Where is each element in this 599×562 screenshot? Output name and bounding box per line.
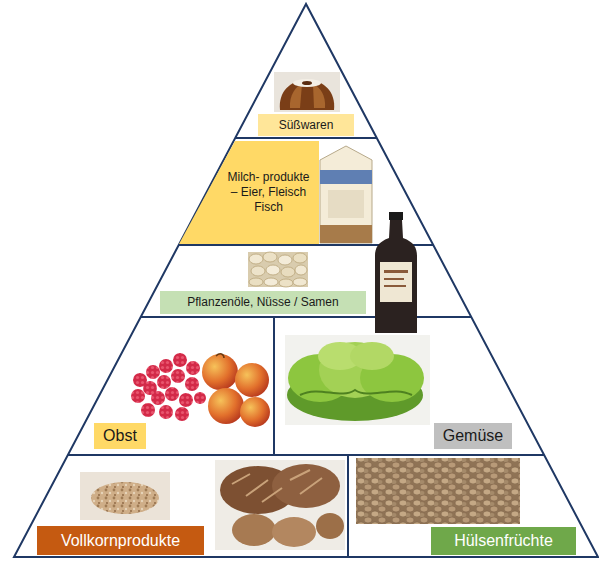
bread-picture-part: [290, 470, 322, 494]
nectarines-picture: [202, 354, 270, 427]
pyramid-outline-part: [68, 454, 544, 456]
milk-carton-picture-part: [320, 170, 372, 184]
cake-picture-part: [302, 81, 312, 85]
raspberries-picture-part: [185, 377, 199, 391]
vegetables-label: Gemüse: [434, 423, 512, 449]
nuts-picture-part: [251, 266, 265, 276]
raspberries-picture-part: [186, 361, 200, 375]
lettuce-picture-part: [285, 335, 430, 425]
raspberries-picture-part: [159, 405, 173, 419]
milk-carton-picture-part: [328, 190, 364, 218]
bread-picture-part: [232, 474, 282, 502]
oils-nuts-label: Pflanzenöle, Nüsse / Samen: [160, 291, 366, 314]
nectarines-picture-part: [216, 354, 224, 358]
milk-carton-picture-part: [320, 146, 372, 243]
lettuce-picture-part: [350, 342, 394, 370]
flour-picture-part: [80, 472, 170, 520]
bread-picture-part: [215, 460, 345, 550]
cake-picture-part: [313, 84, 325, 108]
oil-bottle-picture: [375, 212, 417, 333]
oil-bottle-picture-part: [384, 270, 408, 273]
oil-bottle-picture-part: [375, 220, 417, 333]
flour-picture-part: [91, 482, 159, 514]
nuts-picture-part: [264, 278, 278, 286]
food-group-text: Süßwaren: [279, 118, 334, 133]
oil-bottle-picture-part: [389, 212, 403, 220]
cake-picture: [274, 72, 340, 112]
oil-bottle-picture-part: [384, 285, 406, 287]
bread-picture: [215, 460, 345, 550]
pyramid-outline-part: [235, 137, 377, 139]
raspberries-picture-part: [175, 407, 189, 421]
sweets-label: Süßwaren: [258, 114, 354, 136]
pyramid-outline-part: [141, 316, 471, 318]
pyramid-outline-part: [14, 4, 598, 557]
pyramid-outline: [14, 4, 598, 557]
nuts-picture-part: [249, 254, 263, 264]
raspberries-picture-part: [141, 403, 155, 417]
nuts-picture-part: [263, 252, 277, 262]
raspberries-picture: [131, 353, 206, 421]
lentils-picture: [356, 458, 520, 524]
raspberries-picture-part: [173, 353, 187, 367]
food-group-text: Obst: [103, 426, 137, 446]
nuts-picture-part: [281, 267, 295, 277]
food-group-text: Gemüse: [443, 426, 503, 446]
nuts-picture-part: [279, 279, 293, 287]
lentils-picture-part: [356, 458, 520, 524]
raspberries-picture-part: [151, 391, 165, 405]
lettuce-picture-part: [300, 390, 412, 395]
animal-products-label: Milch- produkte – Eier, Fleisch Fisch: [178, 141, 319, 244]
food-group-text: Vollkornprodukte: [61, 531, 180, 551]
raspberries-picture-part: [159, 359, 173, 373]
nuts-picture-part: [278, 255, 292, 265]
legumes-label: Hülsenfrüchte: [431, 527, 576, 555]
milk-carton-picture: [320, 146, 372, 243]
raspberries-picture-part: [179, 393, 193, 407]
nuts-picture-part: [293, 278, 307, 286]
nuts-picture-part: [293, 253, 307, 263]
nuts-picture: [248, 252, 308, 287]
nectarines-picture-part: [235, 363, 269, 397]
nectarines-picture-part: [240, 397, 270, 427]
raspberries-picture-part: [131, 389, 145, 403]
food-group-text: Pflanzenöle, Nüsse / Samen: [187, 295, 338, 310]
cake-picture-part: [293, 79, 321, 87]
food-group-text: Milch- produkte – Eier, Fleisch Fisch: [223, 170, 315, 215]
band-fill: [179, 141, 319, 244]
nuts-picture-part: [295, 265, 307, 275]
lettuce-picture: [285, 335, 430, 425]
bread-picture-part: [232, 514, 276, 546]
nectarines-picture-part: [208, 388, 244, 424]
pyramid-outline-part: [273, 317, 275, 455]
bread-picture-part: [272, 464, 340, 508]
food-group-text: Hülsenfrüchte: [454, 531, 553, 551]
pyramid-outline-part: [347, 455, 349, 557]
cake-picture-part: [290, 84, 302, 108]
oil-bottle-picture-part: [384, 278, 404, 280]
cake-picture-part: [274, 72, 340, 112]
nuts-picture-part: [248, 252, 308, 287]
cake-picture-part: [280, 80, 334, 110]
raspberries-picture-part: [171, 369, 185, 383]
bread-picture-part: [316, 513, 344, 539]
nectarines-picture-part: [202, 354, 238, 390]
milk-carton-picture-part: [320, 225, 372, 243]
flour-picture: [80, 472, 170, 520]
oil-bottle-picture-part: [380, 262, 412, 302]
nuts-picture-part: [266, 265, 280, 275]
raspberries-picture-part: [194, 392, 206, 404]
raspberries-picture-part: [165, 387, 179, 401]
raspberries-picture-part: [157, 375, 171, 389]
nuts-picture-part: [249, 278, 263, 286]
fruit-label: Obst: [94, 423, 146, 449]
raspberries-picture-part: [146, 365, 160, 379]
wholegrain-label: Vollkornprodukte: [37, 526, 204, 555]
bread-picture-part: [272, 517, 316, 547]
